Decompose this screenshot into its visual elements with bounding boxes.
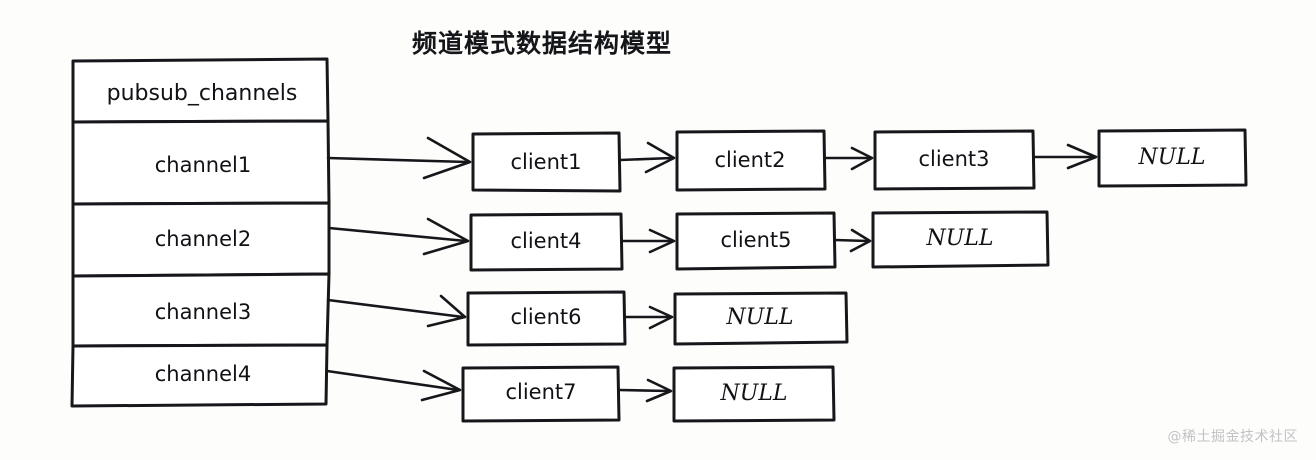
arrowhead-client7-null (645, 378, 673, 403)
table-header-label: pubsub_channels (107, 81, 298, 106)
arrowhead-client5-null (849, 228, 872, 253)
table-row-channel4[interactable] (70, 343, 329, 408)
connector-channel3 (326, 298, 465, 319)
node-label: client5 (720, 228, 791, 252)
node-label: client3 (918, 147, 989, 171)
node-label: client2 (714, 148, 785, 172)
connector-client7-null (617, 388, 671, 393)
table-row-label: channel4 (155, 362, 251, 386)
arrowhead-client2-client3 (850, 146, 874, 171)
node-box-client[interactable] (675, 211, 837, 271)
arrowhead-client4-client5 (648, 228, 676, 254)
node-box-null[interactable] (673, 291, 849, 346)
node-label: NULL (725, 305, 793, 330)
table-row-label: channel2 (155, 227, 251, 251)
node-box-client[interactable] (675, 129, 827, 192)
connector-channel2 (327, 226, 468, 243)
chain-row-channel2: client4 client5 NULL (469, 210, 1050, 272)
node-label: NULL (1137, 145, 1205, 170)
node-box-client[interactable] (461, 365, 621, 423)
node-box-null[interactable] (672, 365, 836, 423)
arrowhead-client3-null (1066, 143, 1098, 170)
node-box-client[interactable] (471, 131, 622, 193)
chain-row-channel4: client7 NULL (461, 365, 836, 423)
chain-row-channel3: client6 NULL (466, 290, 849, 347)
watermark: @稀土掘金技术社区 (1167, 429, 1298, 445)
table-to-chain-connectors (325, 136, 472, 402)
node-box-null[interactable] (1097, 128, 1248, 188)
arrowhead-channel1 (422, 136, 472, 180)
node-box-null[interactable] (871, 210, 1050, 269)
node-label: NULL (925, 226, 993, 251)
connector-client5-null (833, 238, 870, 243)
node-label: client4 (510, 229, 581, 253)
arrowhead-channel4 (420, 369, 462, 402)
node-box-client[interactable] (466, 290, 627, 347)
arrowhead-client1-client2 (644, 141, 676, 174)
chain-row-channel1: client1 client2 client3 NULL (471, 128, 1248, 193)
connector-channel4 (325, 369, 460, 392)
connector-channel1 (326, 156, 470, 164)
arrowhead-channel3 (426, 294, 467, 328)
node-label: NULL (719, 381, 787, 406)
node-label: client7 (505, 380, 576, 404)
node-label: client6 (510, 305, 581, 329)
node-box-client[interactable] (469, 212, 624, 272)
arrowhead-channel2 (422, 217, 470, 256)
diagram-title: 频道模式数据结构模型 (412, 29, 672, 58)
table-row-label: channel1 (155, 153, 251, 177)
table-row-label: channel3 (155, 300, 251, 324)
arrowhead-client6-null (648, 305, 674, 330)
node-box-client[interactable] (873, 129, 1036, 191)
node-label: client1 (510, 150, 581, 174)
connector-client1-client2 (618, 156, 674, 162)
pubsub-channels-table: pubsub_channels channel1 channel2 channe… (70, 57, 331, 408)
